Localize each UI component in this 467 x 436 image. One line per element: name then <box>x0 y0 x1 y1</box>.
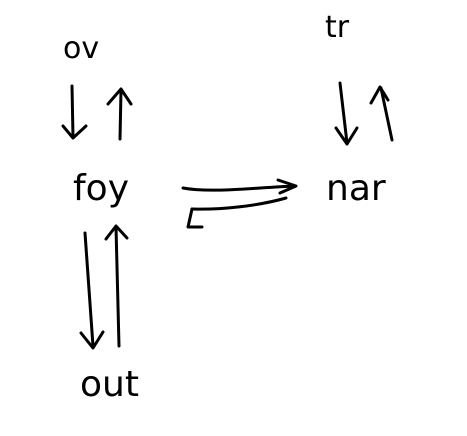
node-nar: nar <box>326 168 386 209</box>
node-foy: foy <box>73 168 129 209</box>
arrow-tr-to-nar <box>334 81 359 146</box>
arrow-nar-to-foy <box>186 196 288 229</box>
node-tr: tr <box>325 10 350 45</box>
arrow-foy-to-out <box>79 231 105 350</box>
arrow-foy-to-nar <box>181 178 298 195</box>
node-out: out <box>80 364 139 405</box>
arrow-foy-to-ov <box>106 87 133 141</box>
arrow-nar-to-tr <box>369 85 394 142</box>
node-ov: ov <box>63 31 99 66</box>
arrow-ov-to-foy <box>61 84 88 140</box>
arrow-out-to-foy <box>104 224 129 348</box>
